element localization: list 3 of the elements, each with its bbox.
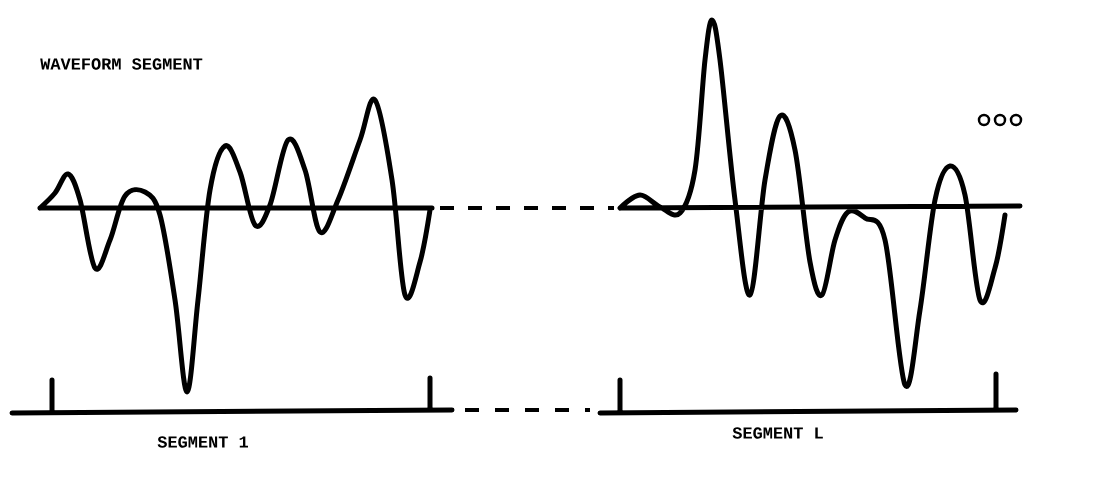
label-text: SEGMENT L (732, 427, 823, 439)
label-text: SEGMENT 1 (157, 436, 248, 448)
label-text: WAVEFORM SEGMENT (40, 58, 203, 70)
